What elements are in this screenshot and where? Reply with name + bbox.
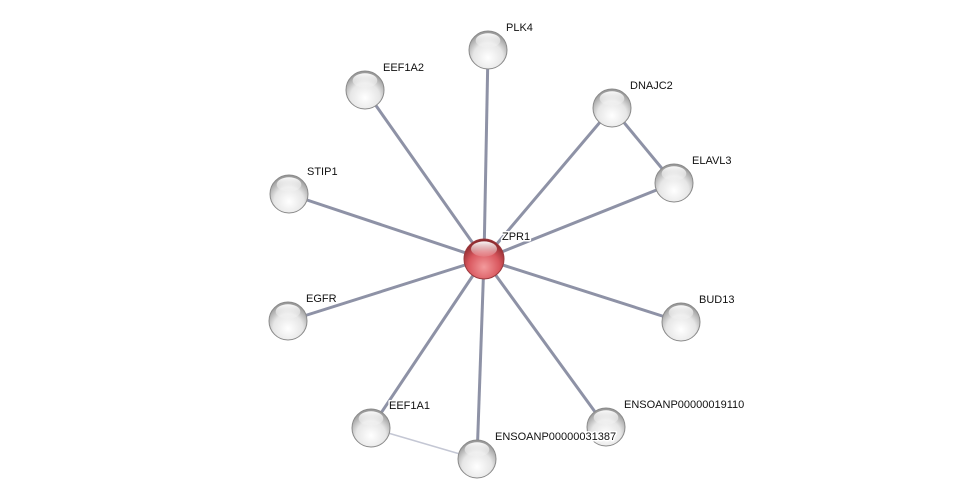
node-highlight xyxy=(276,177,302,192)
node-label: EEF1A1 xyxy=(389,400,430,412)
node-highlight xyxy=(471,241,497,257)
node-egfr[interactable] xyxy=(268,301,308,341)
node-elavl3[interactable] xyxy=(654,163,694,203)
node-highlight xyxy=(593,410,619,425)
node-plk4[interactable] xyxy=(468,30,508,70)
edge-zpr1-ensoanp00000031387[interactable] xyxy=(475,258,486,460)
edge-zpr1-eef1a1[interactable] xyxy=(369,258,486,429)
node-label: EEF1A2 xyxy=(383,62,424,74)
edge-zpr1-elavl3[interactable] xyxy=(483,181,675,261)
node-label: ELAVL3 xyxy=(692,155,732,167)
edge-zpr1-stip1[interactable] xyxy=(288,192,485,261)
node-label: ZPR1 xyxy=(502,231,530,243)
node-dnajc2[interactable] xyxy=(592,88,632,128)
node-bud13[interactable] xyxy=(661,302,701,342)
node-label: STIP1 xyxy=(307,166,338,178)
node-label: PLK4 xyxy=(506,22,533,34)
nodes-layer xyxy=(268,30,701,479)
node-highlight xyxy=(668,305,694,320)
node-label: BUD13 xyxy=(699,294,734,306)
edge-zpr1-egfr[interactable] xyxy=(287,257,485,323)
node-highlight xyxy=(358,411,384,426)
edge-zpr1-plk4[interactable] xyxy=(482,49,490,260)
edge-zpr1-eef1a2[interactable] xyxy=(363,89,486,260)
node-label: ENSOANP00000031387 xyxy=(495,431,616,443)
node-highlight xyxy=(599,91,625,106)
node-highlight xyxy=(352,73,378,88)
node-label: ENSOANP00000019110 xyxy=(624,399,744,411)
node-ensoanp00000019110[interactable] xyxy=(586,407,626,447)
node-highlight xyxy=(275,304,301,319)
node-label: EGFR xyxy=(306,293,337,305)
node-stip1[interactable] xyxy=(269,174,309,214)
edge-zpr1-bud13[interactable] xyxy=(483,257,682,324)
edge-zpr1-dnajc2[interactable] xyxy=(482,107,614,260)
node-label: DNAJC2 xyxy=(630,80,673,92)
node-highlight xyxy=(661,166,687,181)
node-eef1a1[interactable] xyxy=(351,408,391,448)
node-ensoanp00000031387[interactable] xyxy=(457,439,497,479)
node-highlight xyxy=(475,33,501,48)
node-zpr1[interactable] xyxy=(463,238,505,280)
node-eef1a2[interactable] xyxy=(345,70,385,110)
edge-zpr1-ensoanp00000019110[interactable] xyxy=(482,258,608,428)
node-highlight xyxy=(464,442,490,457)
